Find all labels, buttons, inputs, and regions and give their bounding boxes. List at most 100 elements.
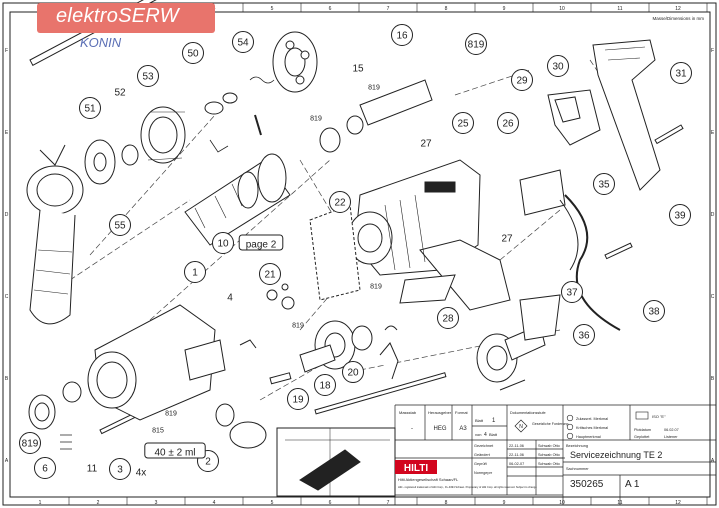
logo-city: KONIN [80, 35, 122, 50]
callout-label: 55 [114, 221, 126, 232]
frame-col-label: 9 [503, 500, 506, 506]
callout-label: 54 [237, 38, 249, 49]
frame-row-label: B [5, 376, 9, 382]
massstab-label: Massstab [399, 410, 417, 415]
von-label: von [475, 432, 481, 437]
frame-col-label: 7 [387, 500, 390, 506]
callout-label: 21 [264, 270, 276, 281]
callout-label: 819 [370, 284, 382, 291]
callout-label: 1 [192, 268, 198, 279]
callout-circle [137, 65, 159, 87]
frame-col-label: 4 [213, 500, 216, 506]
callout-label: 27 [501, 234, 513, 245]
gearbox-housing [28, 304, 267, 450]
blatt-label: Blatt [475, 418, 484, 423]
company-name: Hilti Aktiengesellschaft Schaan/FL [398, 477, 459, 482]
frame-col-label: 8 [445, 500, 448, 506]
plotdatum-label: Plotdatum [634, 428, 651, 432]
side-handle [26, 144, 84, 325]
inner-border [9, 11, 711, 498]
iso-label: ISO "E" [652, 414, 666, 419]
callout-c53: 53 [137, 65, 159, 87]
callout-c11: 11 [87, 464, 98, 475]
callout-label: 19 [292, 395, 304, 406]
frame-col-label: 6 [329, 6, 332, 12]
callout-label: 2 [205, 457, 211, 468]
callout-label: 16 [396, 31, 408, 42]
callout-circle [669, 204, 691, 226]
hilti-logo: HILTI [404, 463, 428, 474]
callout-label: 38 [648, 307, 660, 318]
drawing-title: Servicezeichnung TE 2 [570, 450, 662, 460]
gears [239, 283, 399, 385]
callout-c39: 39 [669, 204, 691, 226]
callout-circle [573, 324, 595, 346]
frame-row-label: C [711, 294, 715, 300]
bottom-rod [314, 372, 447, 415]
callout-c31: 31 [670, 62, 692, 84]
bezeichnung-label: Bezeichnung [566, 444, 588, 448]
frame-row-label: E [5, 130, 9, 136]
format-value: A3 [459, 426, 467, 432]
callout-circle [34, 457, 56, 479]
frame-col-label: 12 [675, 6, 681, 12]
callout-c6: 6 [34, 457, 56, 479]
callout-label: 36 [578, 331, 590, 342]
callout-label: 15 [352, 64, 364, 75]
callout-label: 819 [292, 323, 304, 330]
elektroserw-logo [37, 3, 215, 33]
callout-c51: 51 [79, 97, 101, 119]
callout-circle [452, 112, 474, 134]
row-name: Schwab Otto [538, 444, 560, 448]
doc-requirement: Gesetzliche Forderung [532, 422, 568, 426]
callout-c28: 28 [437, 307, 459, 329]
callout-c37: 37 [561, 281, 583, 303]
callout-c27b: 27 [501, 234, 513, 245]
row-label: Geändert [474, 453, 491, 457]
frame-row-label: A [5, 458, 9, 464]
callout-label: 29 [516, 76, 528, 87]
screw-39b [654, 124, 684, 145]
callout-c29: 29 [511, 69, 533, 91]
callout-circle [593, 173, 615, 195]
frame-row-label: B [711, 376, 715, 382]
callout-label: 53 [142, 72, 154, 83]
callout-label: 28 [442, 314, 454, 325]
callout-label: 819 [468, 40, 485, 51]
row-date: 06-02-07 [509, 462, 524, 466]
callout-c55: 55 [109, 214, 131, 236]
callout-label: 52 [114, 88, 126, 99]
callout-label: 20 [347, 368, 359, 379]
callout-circle [259, 263, 281, 285]
frame-row-label: E [711, 130, 715, 136]
callout-label: 819 [165, 411, 177, 418]
callout-c27a: 27 [420, 139, 432, 150]
callout-circle [79, 97, 101, 119]
callout-circle [109, 214, 131, 236]
callout-circle [497, 112, 519, 134]
frame-col-label: 8 [445, 6, 448, 12]
row-name: Schwab Otto [538, 453, 560, 457]
callout-circle [437, 307, 459, 329]
armature-group [476, 294, 561, 391]
blatt-value: 1 [492, 418, 496, 424]
callout-c54: 54 [232, 31, 254, 53]
callout-label: 50 [187, 49, 199, 60]
callout-c15: 15 [352, 64, 364, 75]
header-note: Masse/Dimensions in mm [652, 16, 704, 21]
callout-circle [314, 374, 336, 396]
row-label: Normgeprr [474, 471, 493, 475]
callout-label: 6 [42, 464, 48, 475]
callout-circle [232, 31, 254, 53]
krit-label: Kritisches Merkmal [576, 426, 608, 430]
logo-brand: elektroSERW [56, 5, 179, 27]
callout-circle [391, 24, 413, 46]
callout-c4: 4 [227, 293, 233, 304]
frame-row-label: C [5, 294, 9, 300]
frame-col-label: 1 [39, 500, 42, 506]
callout-cpage: page 2 [238, 234, 284, 251]
callout-c4x: 4x [136, 468, 147, 479]
callout-c18: 18 [314, 374, 336, 396]
haupt-icon [566, 432, 574, 440]
frame-col-label: 12 [675, 500, 681, 506]
